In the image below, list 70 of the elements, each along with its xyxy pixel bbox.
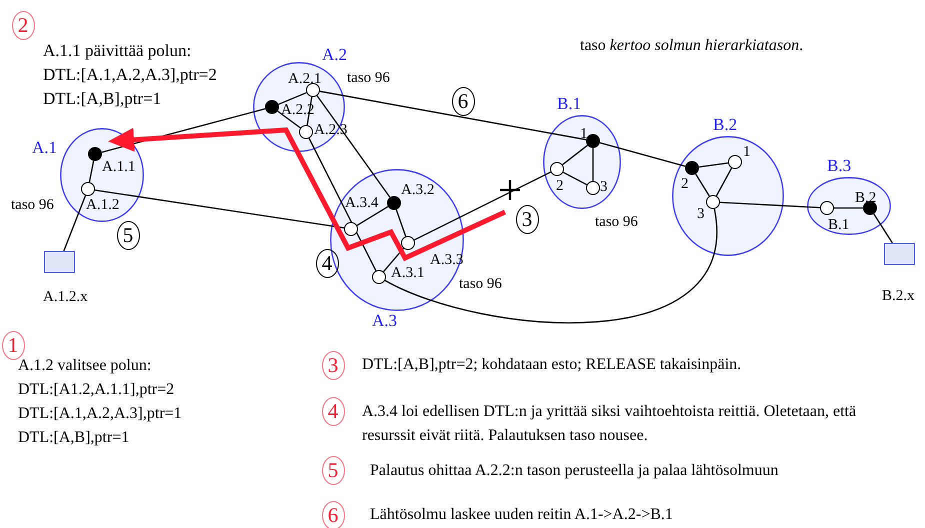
router-label: A.3.2	[401, 182, 434, 199]
note-line: DTL:[A,B],ptr=1	[18, 428, 130, 448]
router-label: A.3.1	[391, 265, 424, 282]
link-line	[320, 90, 586, 140]
callout-number: 5	[116, 220, 140, 250]
note-line: DTL:[A,B],ptr=2; kohdataan esto; RELEASE takaisinpäin.	[362, 355, 742, 375]
router-label: A.3.4	[345, 195, 378, 212]
domain-label: A.2	[322, 46, 348, 64]
domain-label: A.3	[372, 312, 398, 330]
router-label: 1	[580, 126, 588, 143]
router-label: 3	[697, 206, 704, 223]
level-label: taso 96	[459, 276, 502, 293]
router-label: B.2	[855, 190, 876, 207]
link-line	[873, 214, 893, 244]
router-label: A.1.2	[86, 197, 120, 214]
router-label: 1	[743, 144, 750, 161]
domain-label: B.3	[827, 157, 852, 175]
level-label: taso 96	[347, 70, 390, 87]
link-line	[720, 202, 820, 208]
callout-number: 6	[452, 86, 474, 116]
link-line	[94, 189, 344, 229]
link-line	[592, 148, 594, 181]
router-label: 3	[600, 179, 608, 196]
router-label: B.1	[828, 217, 850, 234]
link-line	[278, 92, 307, 105]
link-line	[600, 142, 686, 167]
link-line	[383, 248, 404, 272]
note-line: DTL:[A.1,A.2,A.3],ptr=2	[43, 65, 217, 85]
note-line: A.1.1 päivittää polun:	[43, 41, 192, 61]
link-line	[698, 162, 728, 168]
host-label: B.2.x	[882, 288, 915, 305]
link-line	[562, 144, 588, 166]
note-text: A.3.4 loi edellisen DTL:n ja yrittää siksi vaihtoehtoista reittiä. Oletetaan, että resurssit eivät riitä. Palautuksen taso nousee.	[362, 402, 858, 446]
callout-number: 1	[2, 330, 24, 360]
note-line: DTL:[A.1,A.2,A.3],ptr=1	[18, 404, 182, 424]
router-label: 2	[681, 176, 688, 193]
domain-label: B.2	[713, 116, 738, 134]
domain-label: B.1	[557, 95, 582, 113]
link-line	[695, 174, 710, 196]
link-line	[834, 207, 863, 209]
router-label: 2	[556, 178, 564, 195]
link-line	[414, 172, 551, 240]
link-line	[308, 138, 376, 271]
router-label: A.2.1	[288, 71, 322, 88]
link-line	[356, 206, 388, 226]
link-line	[316, 95, 390, 198]
domain-label: A.1	[32, 139, 58, 157]
callout-number: 5	[322, 456, 344, 484]
arrow	[108, 127, 506, 262]
note-line: DTL:[A,B],ptr=1	[43, 89, 162, 109]
link-line	[562, 172, 588, 186]
link-line	[716, 168, 732, 196]
callout-number: 2	[12, 10, 34, 40]
host-label: A.1.2.x	[43, 289, 88, 306]
note-line: Palautus ohittaa A.2.2:n tason perusteella ja palaa lähtösolmuun	[370, 461, 778, 481]
level-label: taso 96	[595, 214, 638, 231]
note-line: Lähtösolmu laskee uuden reitin A.1->A.2->B.1	[370, 505, 673, 525]
router-label: A.1.1	[102, 159, 136, 176]
note-line: DTL:[A1.2,A.1.1],ptr=2	[18, 380, 174, 400]
callout-number: 4	[316, 248, 338, 278]
note-line: taso kertoo solmun hierarkiatason.	[580, 36, 804, 56]
callout-number: 4	[322, 396, 344, 426]
callout-number: 3	[322, 350, 344, 380]
link-line	[63, 195, 86, 252]
link-line	[384, 208, 717, 324]
level-label: taso 96	[11, 197, 54, 214]
callout-number: 6	[322, 500, 344, 528]
callout-number: 3	[516, 204, 538, 234]
link-line	[88, 160, 94, 182]
link-line	[396, 209, 406, 237]
